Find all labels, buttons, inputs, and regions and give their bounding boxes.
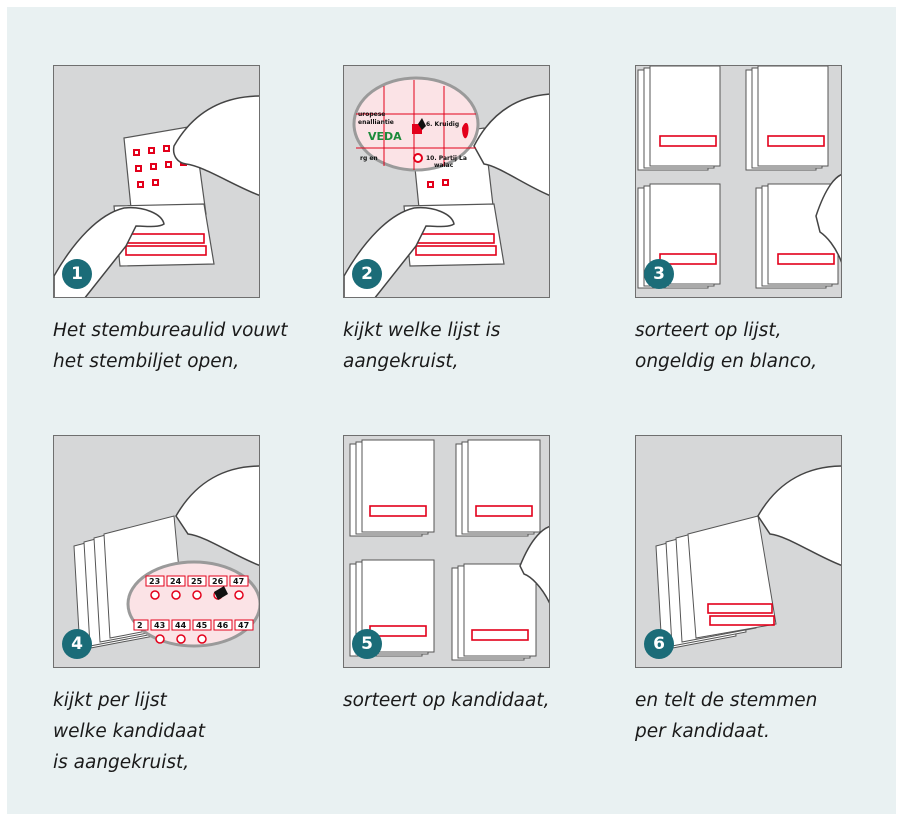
- step-4-illustration: 23 24 25 26 47 2 43 44 45 46 47: [53, 435, 260, 668]
- step-number-badge: 5: [352, 629, 382, 659]
- step-1-illustration: 1: [53, 65, 260, 298]
- svg-text:25: 25: [191, 577, 203, 586]
- ballot-stack-icon: [656, 516, 776, 650]
- hand-icon: [176, 466, 260, 566]
- svg-text:26: 26: [212, 577, 224, 586]
- step-number-badge: 6: [644, 629, 674, 659]
- magnifier-icon: 23 24 25 26 47 2 43 44 45 46 47: [128, 562, 260, 646]
- svg-text:43: 43: [154, 621, 165, 630]
- svg-text:10. Partij La: 10. Partij La: [426, 155, 467, 162]
- svg-text:2: 2: [137, 621, 143, 630]
- step-5-illustration: 5: [343, 435, 550, 668]
- svg-text:VEDA: VEDA: [368, 130, 402, 143]
- step-3-illustration: 3: [635, 65, 842, 298]
- ballot-stack-icon: [350, 440, 540, 660]
- svg-text:24: 24: [170, 577, 182, 586]
- step-caption: en telt de stemmen per kandidaat.: [635, 685, 904, 747]
- step-caption: sorteert op lijst, ongeldig en blanco,: [635, 315, 904, 377]
- step-caption: sorteert op kandidaat,: [343, 685, 613, 716]
- svg-text:rg en: rg en: [360, 155, 378, 162]
- magnifier-icon: uropese enalliantie 6. Kruidig 10. Parti…: [354, 78, 478, 170]
- svg-text:44: 44: [175, 621, 187, 630]
- svg-text:45: 45: [196, 621, 208, 630]
- step-caption: kijkt per lijst welke kandidaat is aange…: [53, 685, 323, 778]
- svg-text:47: 47: [233, 577, 244, 586]
- svg-text:47: 47: [238, 621, 249, 630]
- step-number-badge: 4: [62, 629, 92, 659]
- step-caption: Het stembureaulid vouwt het stembiljet o…: [53, 315, 323, 377]
- step-caption: kijkt welke lijst is aangekruist,: [343, 315, 613, 377]
- step-number-badge: 3: [644, 259, 674, 289]
- step-number-badge: 1: [62, 259, 92, 289]
- step-2-illustration: uropese enalliantie 6. Kruidig 10. Parti…: [343, 65, 550, 298]
- hand-icon: [758, 466, 842, 566]
- svg-text:23: 23: [149, 577, 160, 586]
- step-number-badge: 2: [352, 259, 382, 289]
- svg-text:46: 46: [217, 621, 229, 630]
- svg-text:walac: walac: [434, 162, 454, 169]
- svg-text:6. Kruidig: 6. Kruidig: [426, 121, 459, 128]
- svg-text:uropese: uropese: [358, 111, 385, 118]
- step-6-illustration: 6: [635, 435, 842, 668]
- svg-text:enalliantie: enalliantie: [358, 119, 394, 126]
